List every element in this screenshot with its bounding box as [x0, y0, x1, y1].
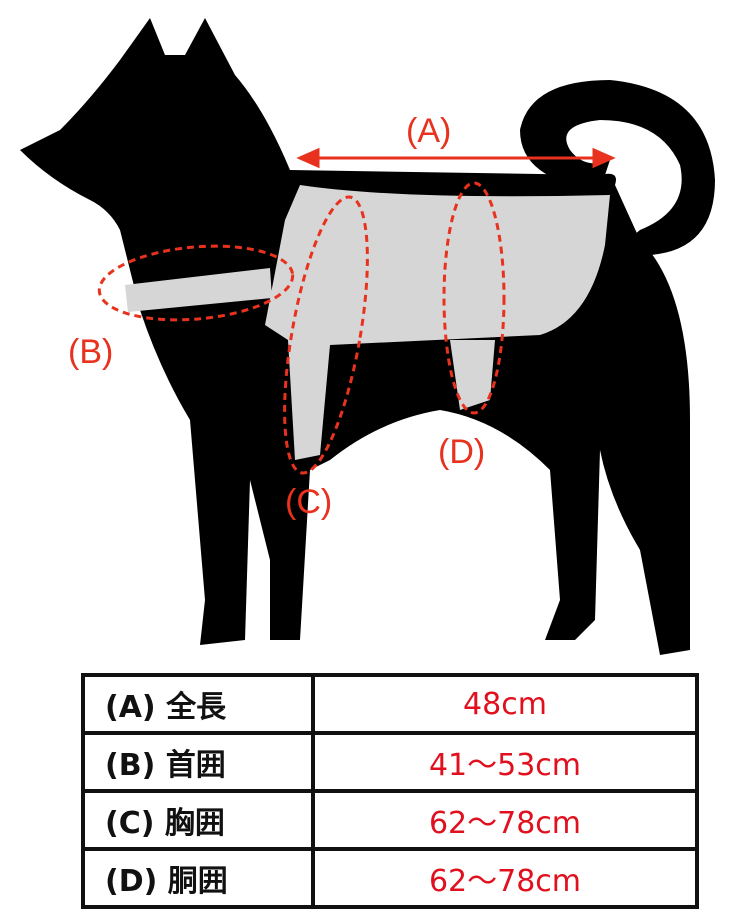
row-value: 48cm [311, 673, 699, 735]
dog-coat [125, 185, 610, 460]
dog-illustration [20, 18, 715, 655]
label-d: (D) [438, 433, 486, 471]
row-value: 62〜78cm [311, 847, 699, 909]
row-key: (A) 全長 [81, 673, 315, 735]
row-key: (B) 首囲 [81, 731, 315, 793]
row-value: 62〜78cm [311, 789, 699, 851]
row-value: 41〜53cm [311, 731, 699, 793]
row-key: (C) 胸囲 [81, 789, 315, 851]
row-key: (D) 胴囲 [81, 847, 315, 909]
label-c: (C) [285, 483, 333, 521]
tail [520, 80, 715, 255]
length-arrow [296, 147, 616, 169]
label-a: (A) [406, 112, 452, 150]
label-b: (B) [68, 333, 114, 371]
measurement-marks [97, 181, 506, 475]
